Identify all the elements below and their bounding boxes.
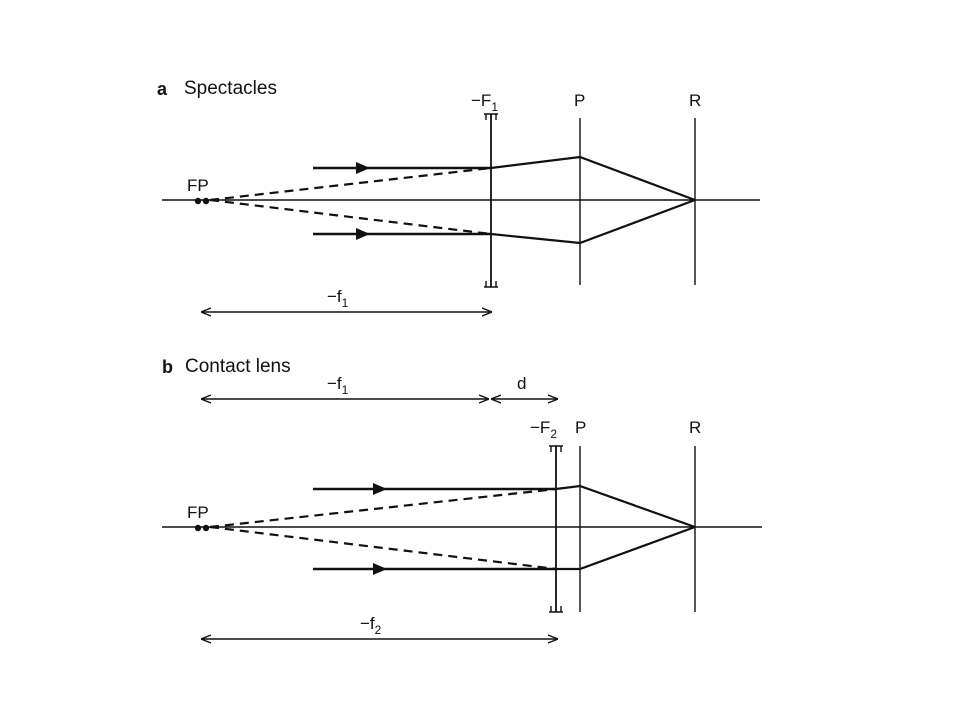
panel-a-virtual-rays: [209, 166, 492, 236]
panel-b-letter: b: [162, 357, 173, 377]
panel-b-refracted-rays: [555, 484, 696, 571]
panel-a-far-point-label: FP: [187, 176, 209, 195]
panel-b-focal-distance-1-label: −f1: [327, 374, 349, 397]
panel-a-focal-distance-label: −f1: [327, 287, 349, 310]
panel-b-principal-plane-label: P: [575, 418, 586, 437]
panel-a-spectacle-lens: [484, 113, 498, 288]
panel-b-focal-distance-2-label: −f2: [360, 614, 382, 637]
panel-b-contact-lens: b Contact lens −f1 d FP −F2 P R: [162, 356, 762, 639]
panel-b-lens-label: −F2: [530, 418, 557, 441]
panel-b-contact-lens-element: [549, 445, 563, 613]
panel-b-virtual-rays: [209, 487, 557, 571]
panel-b-retina-label: R: [689, 418, 701, 437]
panel-b-separation-label: d: [517, 374, 526, 393]
panel-a-far-point: [194, 197, 210, 205]
panel-a-title: Spectacles: [184, 78, 277, 99]
panel-a-letter: a: [157, 79, 168, 99]
panel-b-incoming-rays: [313, 483, 556, 575]
panel-a-spectacles: a Spectacles FP −F1 P R: [157, 78, 760, 312]
panel-a-principal-plane-label: P: [574, 91, 585, 110]
panel-a-retina-label: R: [689, 91, 701, 110]
panel-b-title: Contact lens: [185, 356, 291, 377]
panel-b-far-point: [194, 524, 210, 532]
panel-b-far-point-label: FP: [187, 503, 209, 522]
panel-a-refracted-rays: [490, 155, 696, 245]
panel-a-lens-label: −F1: [471, 91, 498, 114]
panel-a-incoming-rays: [313, 162, 491, 240]
